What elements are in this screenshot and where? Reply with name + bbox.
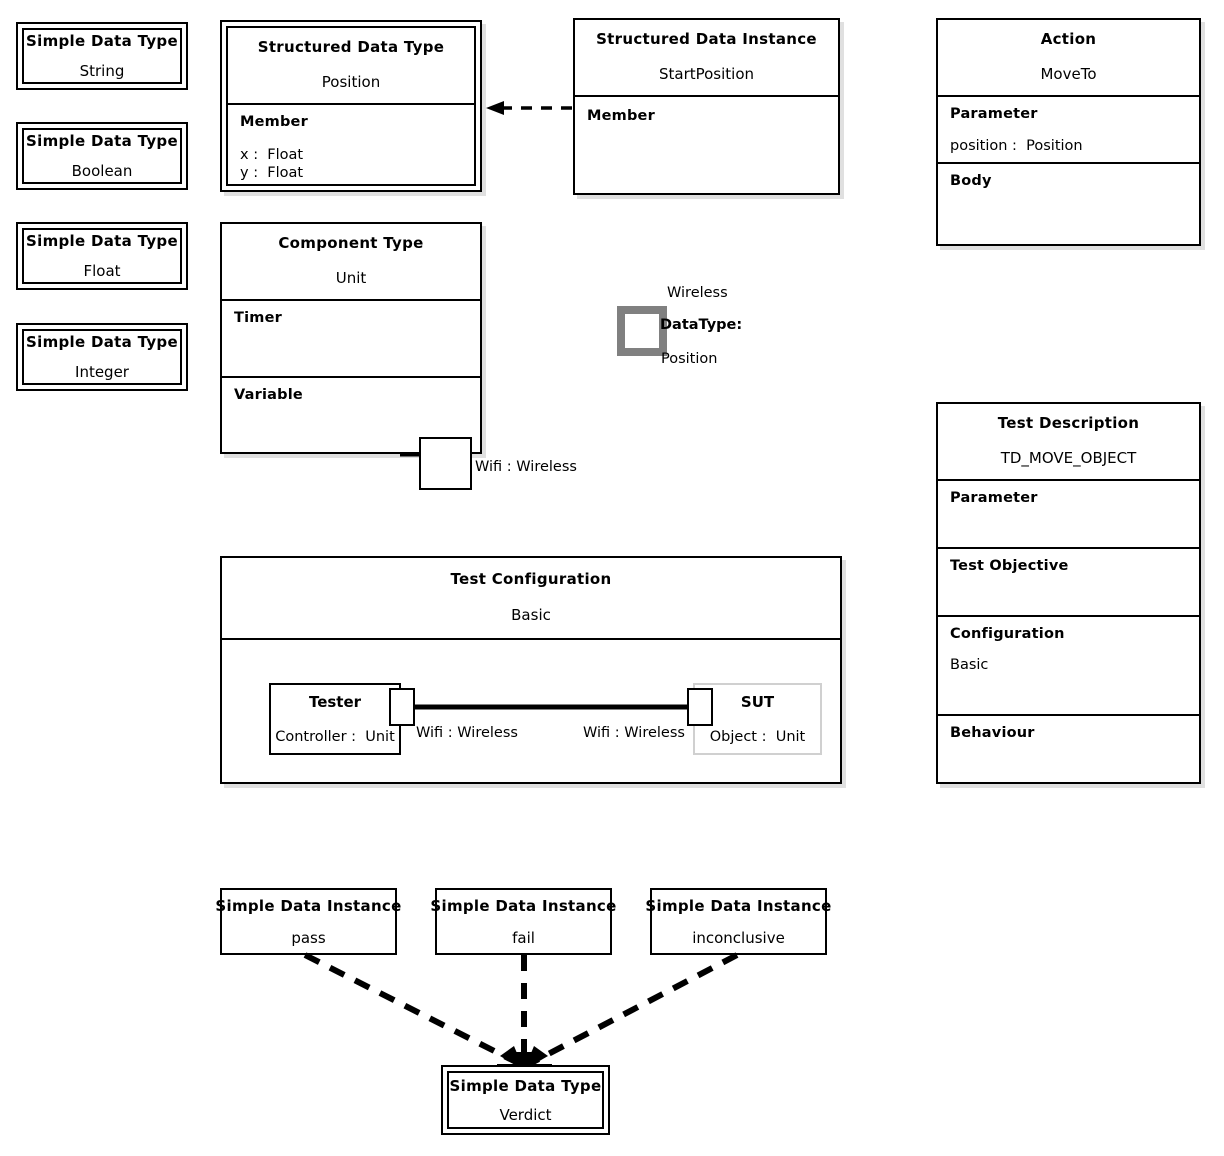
type-name: Boolean [71,162,133,180]
structured-data-type-position[interactable]: Structured Data Type Position Member x :… [220,20,482,192]
simple-data-type-string[interactable]: Simple Data Type String [16,22,188,90]
compartment-label: Parameter [950,106,1038,122]
action-name: MoveTo [1040,65,1097,83]
parameter-item: position : Position [950,138,1083,154]
type-name: Position [321,73,381,91]
stereotype-label: Simple Data Type [26,32,178,50]
port-tester-wifi[interactable] [389,688,415,726]
stereotype-label: Simple Data Type [26,333,178,351]
timer-compartment: Timer [222,299,480,376]
header: Test Configuration Basic [222,558,840,638]
instance-name: fail [512,928,535,947]
type-name: Verdict [499,1105,552,1124]
stereotype-label: Simple Data Instance [645,896,832,915]
part-title: Tester [308,693,362,711]
member-item-y: y : Float [240,165,304,181]
compartment-label: Test Objective [950,558,1069,574]
compartment-label: Body [950,173,992,189]
type-name: Float [83,262,121,280]
wireless-marker-line2: DataType: [660,317,743,333]
simple-data-type-float-body: Simple Data Type Float [22,228,182,284]
port-label-tester-wifi: Wifi : Wireless [416,725,518,741]
type-name: Unit [335,269,367,287]
configuration-compartment: Configuration Basic [938,615,1199,714]
body-compartment: Body [938,162,1199,244]
header: Structured Data Type Position [228,28,474,103]
dependency-pass-to-verdict [303,952,518,1065]
simple-data-type-float[interactable]: Simple Data Type Float [16,222,188,290]
simple-data-instance-pass[interactable]: Simple Data Instance pass [215,888,401,955]
structured-data-instance-startposition[interactable]: Structured Data Instance StartPosition M… [573,18,840,195]
stereotype-label: Component Type [278,234,424,252]
action-moveto[interactable]: Action MoveTo Parameter position : Posit… [936,18,1201,246]
compartment-label: Member [587,108,655,124]
header: Component Type Unit [222,224,480,299]
behaviour-compartment: Behaviour [938,714,1199,782]
compartment-label: Member [240,114,308,130]
simple-data-type-string-body: Simple Data Type String [22,28,182,84]
variable-compartment: Variable [222,375,480,453]
port-label-wifi-component-type: Wifi : Wireless [475,459,577,475]
compartment-label: Variable [234,386,303,403]
simple-data-type-boolean[interactable]: Simple Data Type Boolean [16,122,188,190]
instance-name: inconclusive [692,928,785,947]
compartment-label: Timer [234,310,282,326]
parameter-compartment: Parameter [938,479,1199,547]
instance-name: pass [291,928,326,947]
dependency-inconclusive-to-verdict [531,952,739,1065]
simple-data-instance-inconclusive[interactable]: Simple Data Instance inconclusive [645,888,831,955]
stereotype-label: Simple Data Type [26,132,178,150]
port-label-sut-wifi: Wifi : Wireless [583,725,685,741]
simple-data-instance-fail[interactable]: Simple Data Instance fail [430,888,616,955]
wireless-marker-line1: Wireless [667,285,728,301]
member-item-x: x : Float [240,147,304,163]
configuration-name: Basic [511,606,551,624]
simple-data-type-integer-body: Simple Data Type Integer [22,329,182,385]
dependency-startposition-to-position [486,101,572,115]
port-sut-wifi[interactable] [687,688,713,726]
header: Test Description TD_MOVE_OBJECT [938,404,1199,479]
part-title: SUT [740,693,775,711]
simple-data-type-verdict-body: Simple Data Type Verdict [447,1071,604,1129]
part-sut[interactable]: SUT Object : Unit [693,683,822,755]
stereotype-label: Test Description [997,414,1140,432]
test-description-td-move-object[interactable]: Test Description TD_MOVE_OBJECT Paramete… [936,402,1201,784]
stereotype-label: Test Configuration [450,570,612,588]
simple-data-type-verdict[interactable]: Simple Data Type Verdict [441,1065,610,1135]
header: Action MoveTo [938,20,1199,95]
compartment-label: Parameter [950,490,1038,506]
compartment-label: Configuration [950,626,1065,642]
member-compartment: Member x : Float y : Float [228,103,474,185]
part-subtitle: Object : Unit [709,729,806,745]
simple-data-type-boolean-body: Simple Data Type Boolean [22,128,182,184]
parameter-compartment: Parameter position : Position [938,95,1199,162]
wireless-datatype-marker[interactable] [617,306,667,356]
configuration-item: Basic [950,657,989,673]
stereotype-label: Structured Data Instance [596,30,817,48]
stereotype-label: Structured Data Type [257,38,445,56]
stereotype-label: Simple Data Instance [215,896,402,915]
compartment-label: Behaviour [950,725,1035,741]
test-objective-compartment: Test Objective [938,547,1199,615]
parts-compartment [222,638,840,782]
component-type-unit[interactable]: Component Type Unit Timer Variable [220,222,482,454]
type-name: Integer [75,363,129,381]
header: Structured Data Instance StartPosition [575,20,838,95]
port-wifi-component-type[interactable] [419,437,472,490]
stereotype-label: Simple Data Type [449,1076,602,1095]
part-tester[interactable]: Tester Controller : Unit [269,683,401,755]
structured-data-type-position-body: Structured Data Type Position Member x :… [226,26,476,186]
member-compartment: Member [575,95,838,193]
part-subtitle: Controller : Unit [275,729,395,745]
simple-data-type-integer[interactable]: Simple Data Type Integer [16,323,188,391]
stereotype-label: Action [1040,30,1097,48]
test-description-name: TD_MOVE_OBJECT [1000,449,1137,467]
wireless-marker-line3: Position [661,351,718,367]
instance-name: StartPosition [658,65,755,83]
stereotype-label: Simple Data Type [26,232,178,250]
stereotype-label: Simple Data Instance [430,896,617,915]
type-name: String [79,62,125,80]
